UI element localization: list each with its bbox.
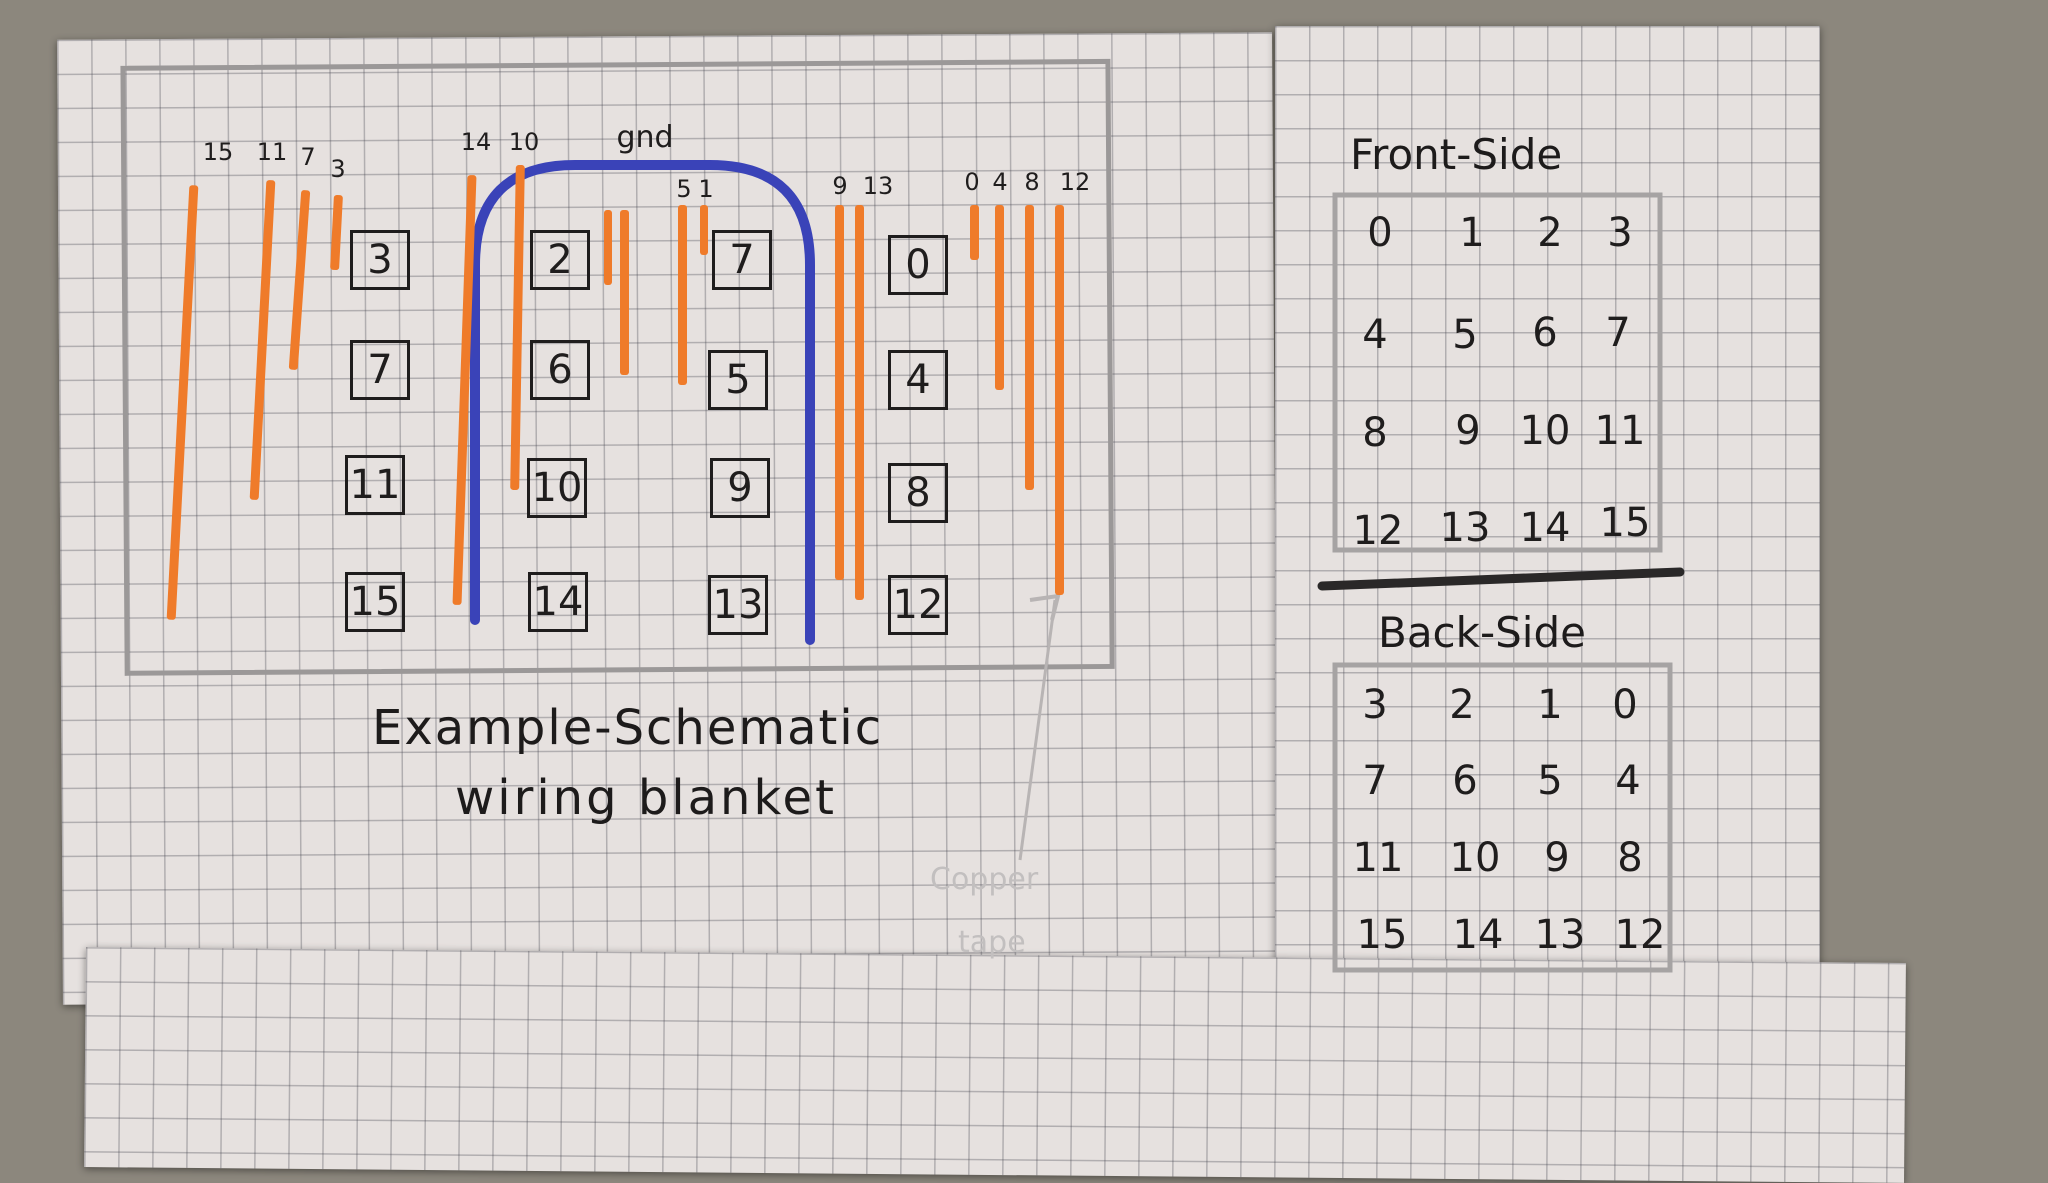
back-r1-c1: 6 — [1452, 758, 1478, 804]
front-r2-c2: 10 — [1519, 408, 1571, 454]
cell-r3-c3: 12 — [888, 575, 948, 635]
wire-0 — [970, 205, 979, 260]
back-r0-c1: 2 — [1449, 682, 1475, 728]
front-r1-c1: 5 — [1452, 312, 1478, 358]
wire-label-10: 10 — [508, 128, 540, 156]
front-r1-c2: 6 — [1532, 310, 1558, 356]
wire-label-4: 4 — [992, 168, 1008, 196]
wire-6 — [620, 210, 629, 375]
arrow-head — [1029, 593, 1061, 621]
front-r0-c3: 3 — [1607, 210, 1633, 256]
wire-label-0: 0 — [964, 168, 980, 196]
cell-r1-c2: 5 — [708, 350, 768, 410]
wire-label-7: 7 — [300, 143, 316, 171]
copper-label: Copper — [930, 862, 1039, 897]
schematic-title: Example-Schematic — [372, 700, 884, 756]
wire-label-14: 14 — [460, 128, 492, 156]
wire-label-11: 11 — [256, 138, 288, 166]
wire-label-13: 13 — [862, 172, 894, 200]
front-title: Front-Side — [1350, 130, 1563, 179]
cell-r0-c2: 7 — [712, 230, 772, 290]
wire-label-1: 1 — [698, 175, 714, 203]
ground-label: gnd — [616, 120, 674, 155]
wire-9 — [835, 205, 844, 580]
cell-r3-c1: 14 — [528, 572, 588, 632]
front-r1-c3: 7 — [1605, 310, 1631, 356]
front-r2-c0: 8 — [1362, 410, 1388, 456]
copper-arrow — [1018, 599, 1057, 861]
wire-5 — [678, 205, 687, 385]
back-r0-c2: 1 — [1537, 682, 1563, 728]
wire-8 — [1025, 205, 1034, 490]
wire-label-15: 15 — [202, 138, 234, 166]
cell-r1-c0: 7 — [350, 340, 410, 400]
back-r1-c2: 5 — [1537, 758, 1563, 804]
wire-2 — [604, 210, 612, 285]
back-r3-c0: 15 — [1356, 912, 1408, 958]
front-r0-c0: 0 — [1367, 210, 1393, 256]
pencil-frame — [120, 58, 1115, 676]
front-r0-c2: 2 — [1537, 210, 1563, 256]
ground-wire — [470, 160, 815, 645]
cell-r1-c3: 4 — [888, 350, 948, 410]
back-r0-c0: 3 — [1362, 682, 1388, 728]
wire-label-5: 5 — [676, 175, 692, 203]
cell-r3-c2: 13 — [708, 575, 768, 635]
front-r2-c1: 9 — [1455, 408, 1481, 454]
back-r2-c2: 9 — [1544, 835, 1570, 881]
wire-label-3: 3 — [330, 155, 346, 183]
separator-line — [1317, 567, 1685, 591]
cell-r0-c1: 2 — [530, 230, 590, 290]
cell-r0-c3: 0 — [888, 235, 948, 295]
wire-12 — [1055, 205, 1064, 595]
back-r3-c3: 12 — [1614, 912, 1666, 958]
back-r2-c0: 11 — [1352, 835, 1404, 881]
tape-label: tape — [958, 925, 1026, 960]
back-r2-c1: 10 — [1449, 835, 1501, 881]
cell-r3-c0: 15 — [345, 572, 405, 632]
back-r0-c3: 0 — [1612, 682, 1638, 728]
front-r3-c3: 15 — [1599, 500, 1651, 546]
back-r2-c3: 8 — [1617, 835, 1643, 881]
front-r0-c1: 1 — [1459, 210, 1485, 256]
wire-13 — [855, 205, 864, 600]
back-r3-c1: 14 — [1452, 912, 1504, 958]
cell-r2-c2: 9 — [710, 458, 770, 518]
cell-r2-c1: 10 — [527, 458, 587, 518]
front-frame — [1332, 192, 1663, 553]
front-r3-c1: 13 — [1439, 505, 1491, 551]
cell-r2-c0: 11 — [345, 455, 405, 515]
front-r3-c0: 12 — [1352, 508, 1404, 554]
back-r1-c0: 7 — [1362, 758, 1388, 804]
cell-r2-c3: 8 — [888, 463, 948, 523]
wire-label-9: 9 — [832, 172, 848, 200]
drawing-layer — [120, 58, 1685, 973]
wire-1 — [700, 205, 708, 255]
wire-label-12: 12 — [1059, 168, 1091, 196]
cell-r0-c0: 3 — [350, 230, 410, 290]
back-r3-c2: 13 — [1534, 912, 1586, 958]
wire-label-8: 8 — [1024, 168, 1040, 196]
cell-r1-c1: 6 — [530, 340, 590, 400]
back-r1-c3: 4 — [1615, 758, 1641, 804]
back-title: Back-Side — [1378, 608, 1586, 657]
front-r2-c3: 11 — [1594, 408, 1646, 454]
wire-4 — [995, 205, 1004, 390]
schematic-subtitle: wiring blanket — [455, 770, 837, 826]
front-r1-c0: 4 — [1362, 312, 1388, 358]
back-frame — [1332, 662, 1673, 973]
front-r3-c2: 14 — [1519, 505, 1571, 551]
